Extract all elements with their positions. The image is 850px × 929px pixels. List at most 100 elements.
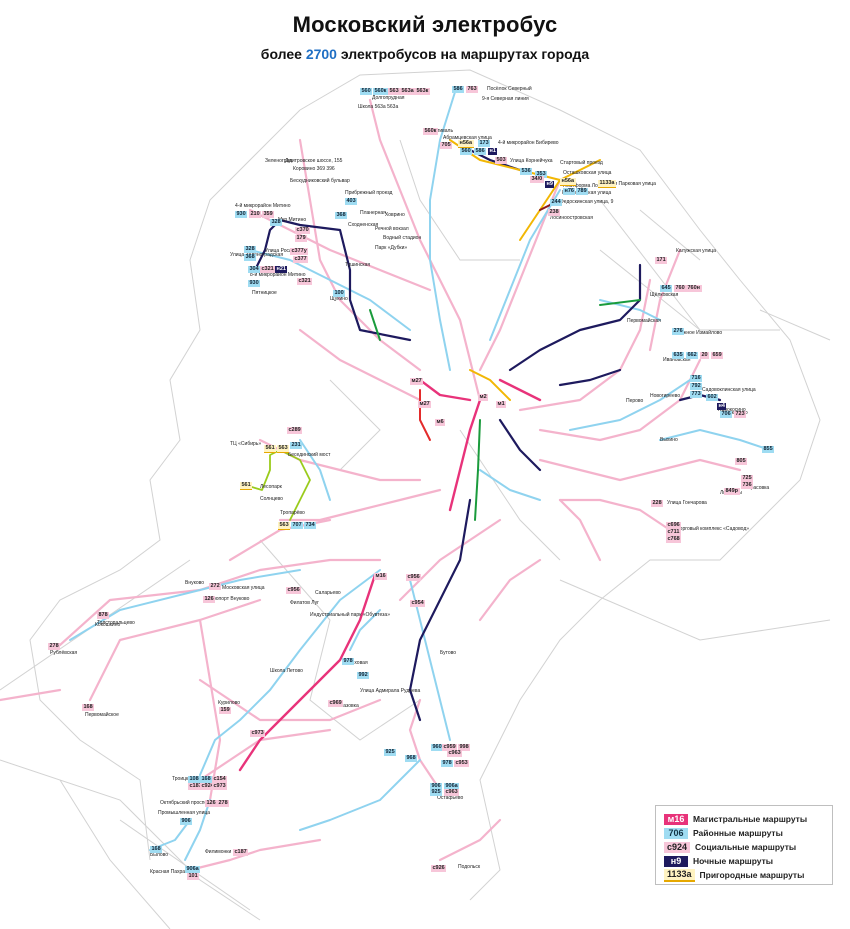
place-label: Абрамцевская улица <box>443 135 492 141</box>
legend-key-suburban: 1133а <box>664 868 695 882</box>
route-badge: 359 <box>262 211 275 218</box>
route-badge: 278 <box>217 800 230 807</box>
route-badge: с187 <box>188 783 204 790</box>
route-badge: 968 <box>405 755 418 762</box>
route-badge: 368 <box>335 212 348 219</box>
route-badge: с954 <box>410 600 426 607</box>
route-badge: с321 <box>260 266 276 273</box>
legend-label-social: Социальные маршруты <box>695 842 797 852</box>
route-badge: 563 <box>278 522 291 530</box>
route-badge: с973 <box>212 783 228 790</box>
place-label: Дмитровское шоссе, 155 <box>285 158 343 164</box>
place-label: Аэропорт Внуково <box>207 596 250 602</box>
place-label: Пятницкое <box>252 290 277 296</box>
route-badge: 328 <box>270 219 283 226</box>
route-badge: 925 <box>430 789 443 796</box>
place-label: Посёлок Северный <box>487 86 532 92</box>
route-badge: 560 <box>460 148 473 155</box>
route-badge: 276 <box>672 328 685 335</box>
route-badge: 20 <box>700 352 710 359</box>
route-badge: 707 <box>291 522 304 529</box>
place-label: Красная Пахра <box>150 869 186 875</box>
route-badge: с377 <box>293 256 309 263</box>
place-label: Троицк <box>172 776 189 782</box>
place-label: Парк «Дубки» <box>375 245 408 251</box>
route-badge: 278 <box>48 643 61 650</box>
place-label: Солнцево <box>260 496 283 502</box>
route-badge: 906а <box>185 866 201 873</box>
place-label: Долгопрудная <box>372 95 405 101</box>
route-badge: 563 <box>277 445 290 453</box>
place-label: Лосиноостровская <box>550 215 593 221</box>
place-label: Сходненская <box>348 222 379 228</box>
place-label: Коровино 369 396 <box>293 166 335 172</box>
place-label: Улица Адмирала Руднева <box>360 688 421 694</box>
route-badge: 998 <box>458 744 471 751</box>
route-badge: с953 <box>454 760 470 767</box>
route-badge: н21 <box>275 266 288 273</box>
route-badge: 304 <box>248 266 261 273</box>
place-label: Рублёвская <box>50 650 78 656</box>
place-label: Садовоклинская улица <box>702 387 756 393</box>
route-badge: 244 <box>550 199 563 206</box>
place-label: Лесопарк <box>260 484 282 490</box>
route-badge: с959 <box>442 744 458 751</box>
place-label: Бутово <box>440 650 457 656</box>
place-label: Улица Гончарова <box>667 500 707 506</box>
district-boundaries <box>0 69 831 929</box>
route-badge: 736 <box>741 482 754 489</box>
place-label: Первомайское <box>85 712 119 718</box>
route-badge: 101 <box>187 873 200 880</box>
route-badge: 126 <box>205 800 218 807</box>
legend-label-district: Районные маршруты <box>693 828 783 838</box>
route-badge: н1 <box>488 148 498 155</box>
route-badge: м2 <box>478 394 489 401</box>
route-badge: с963 <box>444 789 460 796</box>
route-badge: 978 <box>441 760 454 767</box>
map-title: Московский электробус <box>292 12 558 37</box>
place-label: Платформа Лось <box>563 183 603 189</box>
place-label: Остафьево <box>437 795 464 801</box>
route-badge: 231 <box>290 442 303 449</box>
legend-key-district: 706 <box>664 827 688 839</box>
route-badge: 168 <box>82 704 95 711</box>
route-badge: 725 <box>741 475 754 482</box>
route-badge: 560к <box>423 128 438 135</box>
route-badge: н76 <box>563 188 576 195</box>
route-badge: с973 <box>250 730 266 737</box>
route-badge: 503 <box>495 157 508 164</box>
route-badge: с963 <box>447 750 463 757</box>
route-badge: 716 <box>690 375 703 382</box>
subtitle-suffix: электробусов на маршрутах города <box>340 46 590 62</box>
route-badge: 171 <box>655 257 668 264</box>
place-label: Тушинская <box>345 262 371 268</box>
route-badge: с711 <box>666 529 681 536</box>
route-badge: 906 <box>180 818 193 825</box>
place-label: Бескудниковский бульвар <box>290 178 350 184</box>
place-label: Фестиваль <box>428 128 454 134</box>
route-badge: 930 <box>248 280 261 287</box>
legend-row-main: м16 Магистральные маршруты <box>664 812 824 826</box>
place-label: Калужская улица <box>676 248 716 254</box>
place-label: 9-я Северная линия <box>482 96 529 102</box>
route-badge: 328 <box>244 246 257 253</box>
place-label: Некрасовка <box>742 485 770 491</box>
route-badge: 403 <box>345 198 358 205</box>
route-badge: 126 <box>203 596 216 603</box>
place-label: Улица Зеленоградская <box>230 252 284 258</box>
place-label: Улица Корнейчука <box>510 158 553 164</box>
night-routes <box>253 148 722 722</box>
route-badge: 179 <box>295 235 308 242</box>
legend-key-main: м16 <box>664 813 688 825</box>
route-badge: с969 <box>328 700 344 707</box>
route-badge: 108 <box>188 776 201 783</box>
place-label: Внуково <box>185 580 205 586</box>
route-badge: 173 <box>478 140 491 147</box>
place-label: Щукино <box>330 296 348 302</box>
route-badge: 792 <box>690 383 703 390</box>
route-badge: 586 <box>452 86 465 93</box>
route-badge: 789 <box>576 188 589 195</box>
place-label: Речной вокзал <box>375 226 409 232</box>
place-label: Московская улица <box>222 585 265 591</box>
